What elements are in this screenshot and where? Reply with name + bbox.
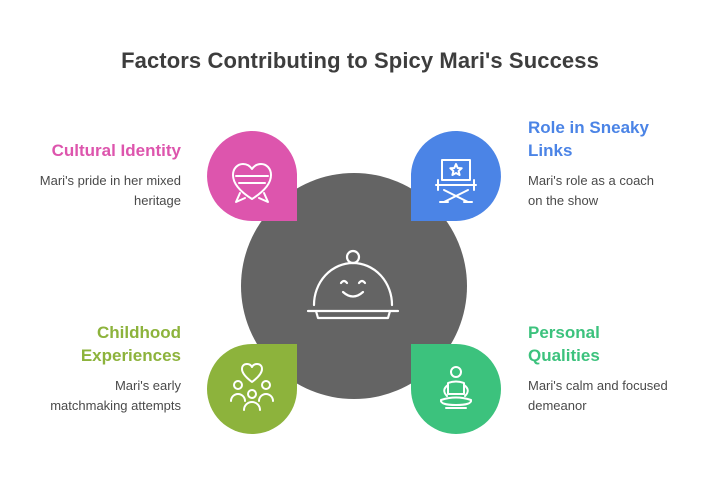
meditation-person-icon <box>439 366 473 409</box>
heart-badge-icon <box>232 163 272 203</box>
heading-cultural-identity: Cultural Identity <box>51 141 181 160</box>
petal-personal-qualities <box>411 344 501 434</box>
petal-role-in-sneaky-links <box>411 131 501 221</box>
heading-personal-line-2: Qualities <box>528 346 600 365</box>
heading-personal-qualities: Personal Qualities <box>528 321 708 367</box>
director-chair-star-icon <box>435 159 477 203</box>
people-heart-icon <box>230 363 274 411</box>
heading-role-line-2: Links <box>528 141 573 160</box>
desc-role-line-2: on the show <box>528 193 599 208</box>
heading-role-in-sneaky-links: Role in Sneaky Links <box>528 116 708 162</box>
diagram-title: Factors Contributing to Spicy Mari's Suc… <box>121 48 599 73</box>
desc-role-in-sneaky-links: Mari's role as a coach on the show <box>528 171 708 211</box>
desc-childhood-line-2: matchmaking attempts <box>50 398 181 413</box>
desc-childhood-line-1: Mari's early <box>114 378 181 393</box>
heading-personal-line-1: Personal <box>528 323 600 342</box>
desc-childhood-experiences: Mari's early matchmaking attempts <box>20 376 181 416</box>
heading-childhood-line-1: Childhood <box>96 323 181 342</box>
desc-role-line-1: Mari's role as a coach <box>528 173 655 188</box>
center-circle <box>241 173 467 399</box>
desc-personal-line-1: Mari's calm and focused <box>528 378 668 393</box>
desc-cultural-identity: Mari's pride in her mixed heritage <box>20 171 181 211</box>
heading-childhood-line-2: Experiences <box>80 346 181 365</box>
desc-cultural-identity-line-2: heritage <box>134 193 181 208</box>
heading-role-line-1: Role in Sneaky <box>528 118 649 137</box>
desc-personal-line-2: demeanor <box>528 398 587 413</box>
heading-childhood-experiences: Childhood Experiences <box>20 321 181 367</box>
desc-cultural-identity-line-1: Mari's pride in her mixed <box>39 173 181 188</box>
desc-personal-qualities: Mari's calm and focused demeanor <box>528 376 708 416</box>
serving-cloche-smiley-icon <box>306 249 400 320</box>
